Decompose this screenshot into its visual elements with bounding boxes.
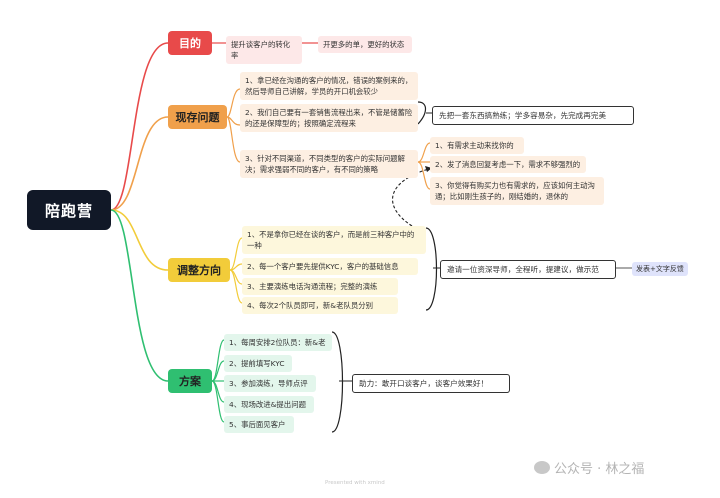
- problem-sub-item-1[interactable]: 1、有需求主动来找你的: [430, 137, 524, 154]
- topic-plan[interactable]: 方案: [168, 369, 212, 393]
- wechat-brand: 公众号 · 林之福: [534, 458, 644, 477]
- topic-adjust[interactable]: 调整方向: [168, 258, 230, 282]
- adjust-note[interactable]: 邀请一位资深导师，全程听，提建议，做示范: [440, 260, 616, 279]
- plan-item-3[interactable]: 3、参加演练，导师点评: [224, 375, 316, 392]
- goal-item-2[interactable]: 开更多的单，更好的状态: [318, 36, 412, 53]
- xmind-watermark: Presented with xmind: [325, 480, 385, 486]
- topic-problems[interactable]: 现存问题: [168, 105, 227, 129]
- feedback-badge[interactable]: 发表+文字反馈: [632, 262, 688, 276]
- problem-note[interactable]: 先把一套东西搞熟练；学多容易杂，先完成再完美: [432, 106, 634, 125]
- plan-item-2[interactable]: 2、提前填写KYC: [224, 355, 292, 372]
- connector-root-goal: [110, 42, 169, 211]
- adjust-item-1[interactable]: 1、不是拿你已经在谈的客户，而是前三种客户中的一种: [242, 226, 426, 254]
- connector-root-problems: [110, 116, 169, 211]
- dashed-relation-arrow: [392, 167, 433, 227]
- problem-item-3[interactable]: 3、针对不同渠道，不同类型的客户的实际问题解决；需求强弱不同的客户，有不同的策略: [240, 150, 418, 178]
- wechat-icon: [534, 461, 550, 474]
- connector-root-adjust: [110, 209, 169, 271]
- problem-item-2[interactable]: 2、我们自己要有一套销售流程出来，不管是储蓄险的还是保障型的；按照确定流程来: [240, 104, 418, 132]
- problem-sub-item-3[interactable]: 3、你觉得有购买力也有需求的，应该如何主动沟通；比如刚生孩子的，刚结婚的，退休的: [430, 177, 604, 205]
- problem-item-1[interactable]: 1、拿已经在沟通的客户的情况，错误的案例来的，然后导师自己讲解，学员的开口机会较…: [240, 72, 418, 100]
- plan-item-5[interactable]: 5、事后面见客户: [224, 416, 294, 433]
- plan-item-1[interactable]: 1、每周安排2位队员：新&老: [224, 334, 332, 351]
- plan-note[interactable]: 助力：敢开口谈客户，谈客户效果好！: [352, 374, 510, 393]
- connector-root-plan: [110, 209, 169, 382]
- problem-sub-item-2[interactable]: 2、发了消息回复考虑一下，需求不够强烈的: [430, 156, 586, 173]
- adjust-item-3[interactable]: 3、主要演练电话沟通流程；完整的演练: [242, 278, 398, 295]
- topic-goal[interactable]: 目的: [168, 31, 212, 55]
- plan-item-4[interactable]: 4、现场改进&提出问题: [224, 396, 314, 413]
- goal-item-1[interactable]: 提升谈客户的转化率: [226, 36, 302, 64]
- root-topic[interactable]: 陪跑营: [27, 190, 111, 230]
- adjust-item-4[interactable]: 4、每次2个队员即可，新&老队员分别: [242, 297, 398, 314]
- adjust-item-2[interactable]: 2、每一个客户要先提供KYC，客户的基础信息: [242, 258, 418, 275]
- brand-text: 公众号 · 林之福: [554, 462, 645, 477]
